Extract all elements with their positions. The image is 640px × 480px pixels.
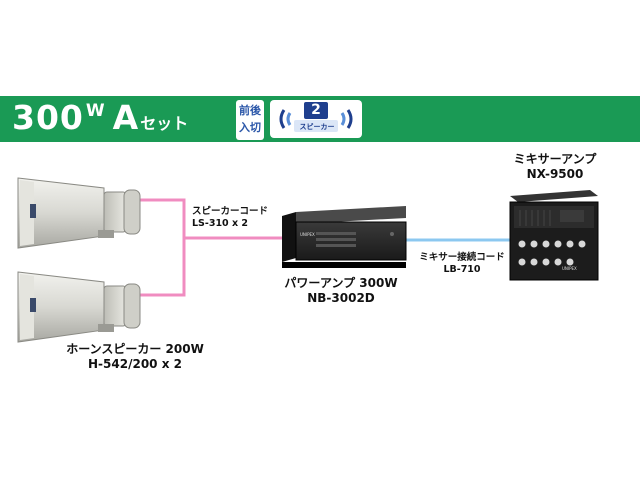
set-power: 300 — [12, 98, 84, 137]
set-power-unit: W — [85, 101, 105, 121]
badge-line-2: 入切 — [239, 121, 261, 134]
speaker-cord-lines — [140, 198, 282, 297]
horn-speaker-top — [17, 177, 141, 249]
amplifier-model: NB-3002D — [307, 291, 375, 305]
mixer-cord-model: LB-710 — [443, 264, 481, 275]
speaker-badge-text: スピーカー — [299, 123, 335, 131]
mixer-cord-label: ミキサー接続コード LB-710 — [406, 252, 518, 276]
mixer-knobs — [518, 240, 586, 266]
power-amplifier — [282, 206, 407, 268]
mixer-label: ミキサーアンプ NX-9500 — [500, 152, 610, 182]
horn-speaker-bottom — [17, 271, 141, 343]
front-rear-switch-badge: 前後 入切 — [236, 100, 264, 140]
mixer-brand: UNIPEX — [562, 266, 577, 271]
speaker-cord-name: スピーカーコード — [192, 206, 269, 217]
two-speaker-badge: 2 スピーカー — [270, 100, 362, 138]
mixer-name: ミキサーアンプ — [513, 152, 597, 166]
mixer-grille — [519, 210, 551, 226]
set-suffix: セット — [140, 114, 189, 133]
speaker-wave-icon — [279, 109, 353, 132]
speaker-cord-model: LS-310 x 2 — [192, 218, 249, 229]
mixer-cord-name: ミキサー接続コード — [419, 252, 505, 263]
speaker-name: ホーンスピーカー 200W — [66, 342, 204, 356]
amplifier-name: パワーアンプ 300W — [284, 276, 398, 290]
amp-meters — [316, 232, 356, 247]
set-grade: A — [112, 98, 139, 137]
amplifier-label: パワーアンプ 300W NB-3002D — [266, 276, 416, 306]
speaker-count: 2 — [304, 102, 328, 119]
amp-brand: UNIPEX — [300, 232, 315, 237]
mixer-model: NX-9500 — [526, 167, 584, 181]
speaker-label: ホーンスピーカー 200W H-542/200 x 2 — [50, 342, 220, 372]
badge-line-1: 前後 — [239, 104, 261, 117]
speaker-cord-label: スピーカーコード LS-310 x 2 — [192, 206, 268, 230]
speaker-model: H-542/200 x 2 — [88, 357, 182, 371]
mixer-amplifier — [509, 190, 599, 281]
